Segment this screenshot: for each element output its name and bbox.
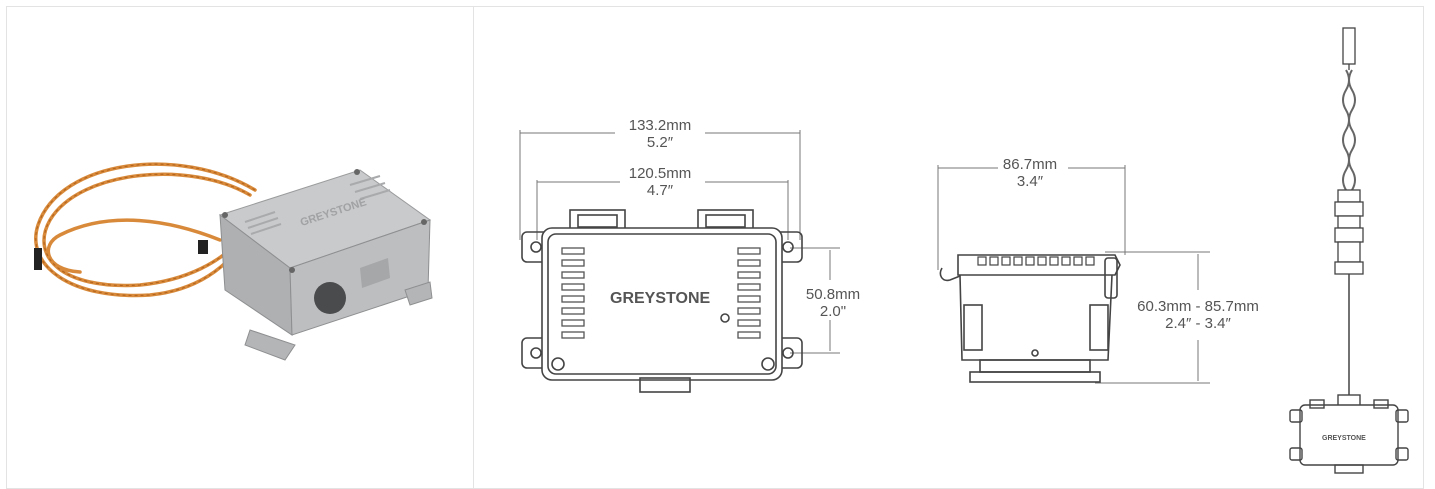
top-view-drawing: GREYSTONE	[519, 130, 840, 393]
height-mm: 50.8mm	[805, 286, 861, 303]
product-photo: GREYSTONE	[34, 162, 433, 361]
side-depth-in: 3.4″	[1016, 173, 1044, 190]
panel-divider	[473, 6, 474, 489]
side-depth-label: 86.7mm 3.4″	[990, 156, 1070, 190]
inner-width-label: 120.5mm 4.7″	[620, 165, 700, 199]
inner-width-mm: 120.5mm	[628, 165, 692, 182]
top-width-label: 133.2mm 5.2″	[620, 117, 700, 151]
side-height-mm: 60.3mm - 85.7mm	[1137, 298, 1259, 315]
side-height-in: 2.4″ - 3.4″	[1165, 315, 1231, 332]
top-width-in: 5.2″	[646, 134, 674, 151]
mini-logo: GREYSTONE	[1322, 435, 1366, 442]
side-depth-mm: 86.7mm	[1002, 156, 1058, 173]
height-in: 2.0"	[819, 303, 847, 320]
top-width-mm: 133.2mm	[628, 117, 692, 134]
height-label: 50.8mm 2.0"	[798, 286, 868, 320]
inner-width-in: 4.7″	[646, 182, 674, 199]
cable-drawing: GREYSTONE	[1289, 27, 1409, 474]
side-height-label: 60.3mm - 85.7mm 2.4″ - 3.4″	[1118, 298, 1278, 332]
side-view-drawing	[937, 165, 1210, 384]
drawing-logo: GREYSTONE	[610, 290, 711, 307]
